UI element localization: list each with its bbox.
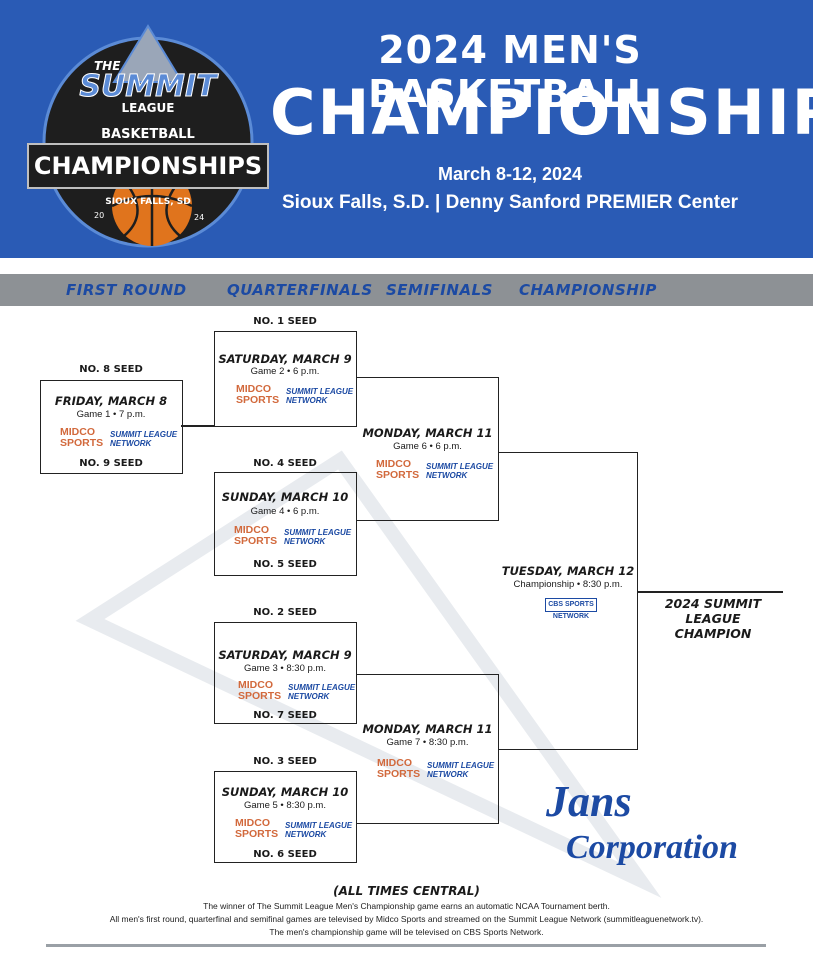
final-day: TUESDAY, MARCH 12 [501, 564, 635, 578]
game-6-box [356, 377, 499, 521]
game-4-day: SUNDAY, MARCH 10 [221, 490, 349, 504]
logo-the: THE [94, 59, 121, 73]
game-3-day: SATURDAY, MARCH 9 [218, 648, 352, 662]
logo-league: LEAGUE [122, 101, 175, 115]
round-championship: CHAMPIONSHIP [519, 281, 657, 299]
game-5-box [214, 771, 357, 863]
game-7-day: MONDAY, MARCH 11 [362, 722, 493, 736]
round-label-bar [0, 274, 813, 306]
game-2-seed-top: NO. 1 SEED [253, 316, 317, 327]
game-1-box [40, 380, 183, 474]
footer-title: (ALL TIMES CENTRAL) [333, 884, 480, 898]
champion-label: 2024 SUMMIT LEAGUE CHAMPION [637, 596, 789, 641]
game-1-seed-bottom: NO. 9 SEED [79, 458, 143, 469]
game-3-seed-bottom: NO. 7 SEED [253, 710, 317, 721]
footer-line-1: The winner of The Summit League Men's Ch… [203, 901, 610, 911]
event-venue: Sioux Falls, S.D. | Denny Sanford PREMIE… [281, 192, 739, 213]
game-1-day: FRIDAY, MARCH 8 [54, 394, 168, 408]
game-2-day: SATURDAY, MARCH 9 [218, 352, 352, 366]
sponsor-line-2: Corporation [566, 829, 738, 866]
champion-label-line-2: CHAMPION [674, 626, 752, 641]
background-watermark [75, 450, 662, 898]
footer-rule [46, 944, 766, 947]
logo-summit: SUMMIT [79, 69, 219, 104]
game-5-day: SUNDAY, MARCH 10 [221, 785, 349, 799]
game-7-box [356, 674, 499, 824]
logo-year-right: 24 [194, 213, 204, 222]
footer-line-3: The men's championship game will be tele… [269, 927, 544, 937]
game-4-seed-top: NO. 4 SEED [253, 458, 317, 469]
round-first: FIRST ROUND [66, 281, 187, 299]
round-semifinals: SEMIFINALS [386, 281, 493, 299]
header-gap [0, 258, 813, 274]
champion-line [637, 591, 783, 593]
game-2-box [214, 331, 357, 427]
logo-basketball: BASKETBALL [101, 127, 195, 142]
jans-corporation-logo: Jans Corporation [545, 777, 738, 866]
cbs-sports-network-logo: CBS SPORTS NETWORK [545, 598, 597, 620]
game-1-seed-top: NO. 8 SEED [79, 364, 143, 375]
game-6-day: MONDAY, MARCH 11 [362, 426, 493, 440]
game-4-time: Game 4 • 6 p.m. [250, 506, 320, 517]
title-line-1: 2024 MEN'S BASKETBALL [368, 28, 652, 116]
game-5-seed-top: NO. 3 SEED [253, 756, 317, 767]
final-time: Championship • 8:30 p.m. [513, 579, 623, 590]
game-5-seed-bottom: NO. 6 SEED [253, 849, 317, 860]
summit-league-logo: THE SUMMIT LEAGUE BASKETBALL CHAMPIONSHI… [27, 24, 269, 248]
game-4-seed-bottom: NO. 5 SEED [253, 559, 317, 570]
game-5-time: Game 5 • 8:30 p.m. [243, 800, 326, 811]
title-line-2: CHAMPIONSHIP [270, 76, 813, 149]
sponsor-line-1: Jans [545, 777, 632, 826]
champion-label-line-1: 2024 SUMMIT LEAGUE [664, 596, 762, 626]
round-quarterfinals: QUARTERFINALS [227, 281, 373, 299]
game-3-seed-top: NO. 2 SEED [253, 607, 317, 618]
logo-year-left: 20 [94, 211, 104, 220]
logo-championships: CHAMPIONSHIPS [34, 152, 262, 180]
game-2-time: Game 2 • 6 p.m. [250, 366, 320, 377]
footer-line-2: All men's first round, quarterfinal and … [109, 914, 704, 924]
game-4-box [214, 472, 357, 576]
game-7-time: Game 7 • 8:30 p.m. [386, 737, 469, 748]
logo-city: SIOUX FALLS, SD [105, 197, 190, 207]
game-3-time: Game 3 • 8:30 p.m. [243, 663, 326, 674]
game-1-time: Game 1 • 7 p.m. [76, 409, 146, 420]
game-1-connector [181, 425, 215, 427]
game-6-time: Game 6 • 6 p.m. [393, 441, 462, 452]
final-box [498, 452, 638, 750]
game-3-box [214, 622, 357, 724]
event-dates: March 8-12, 2024 [437, 164, 583, 184]
